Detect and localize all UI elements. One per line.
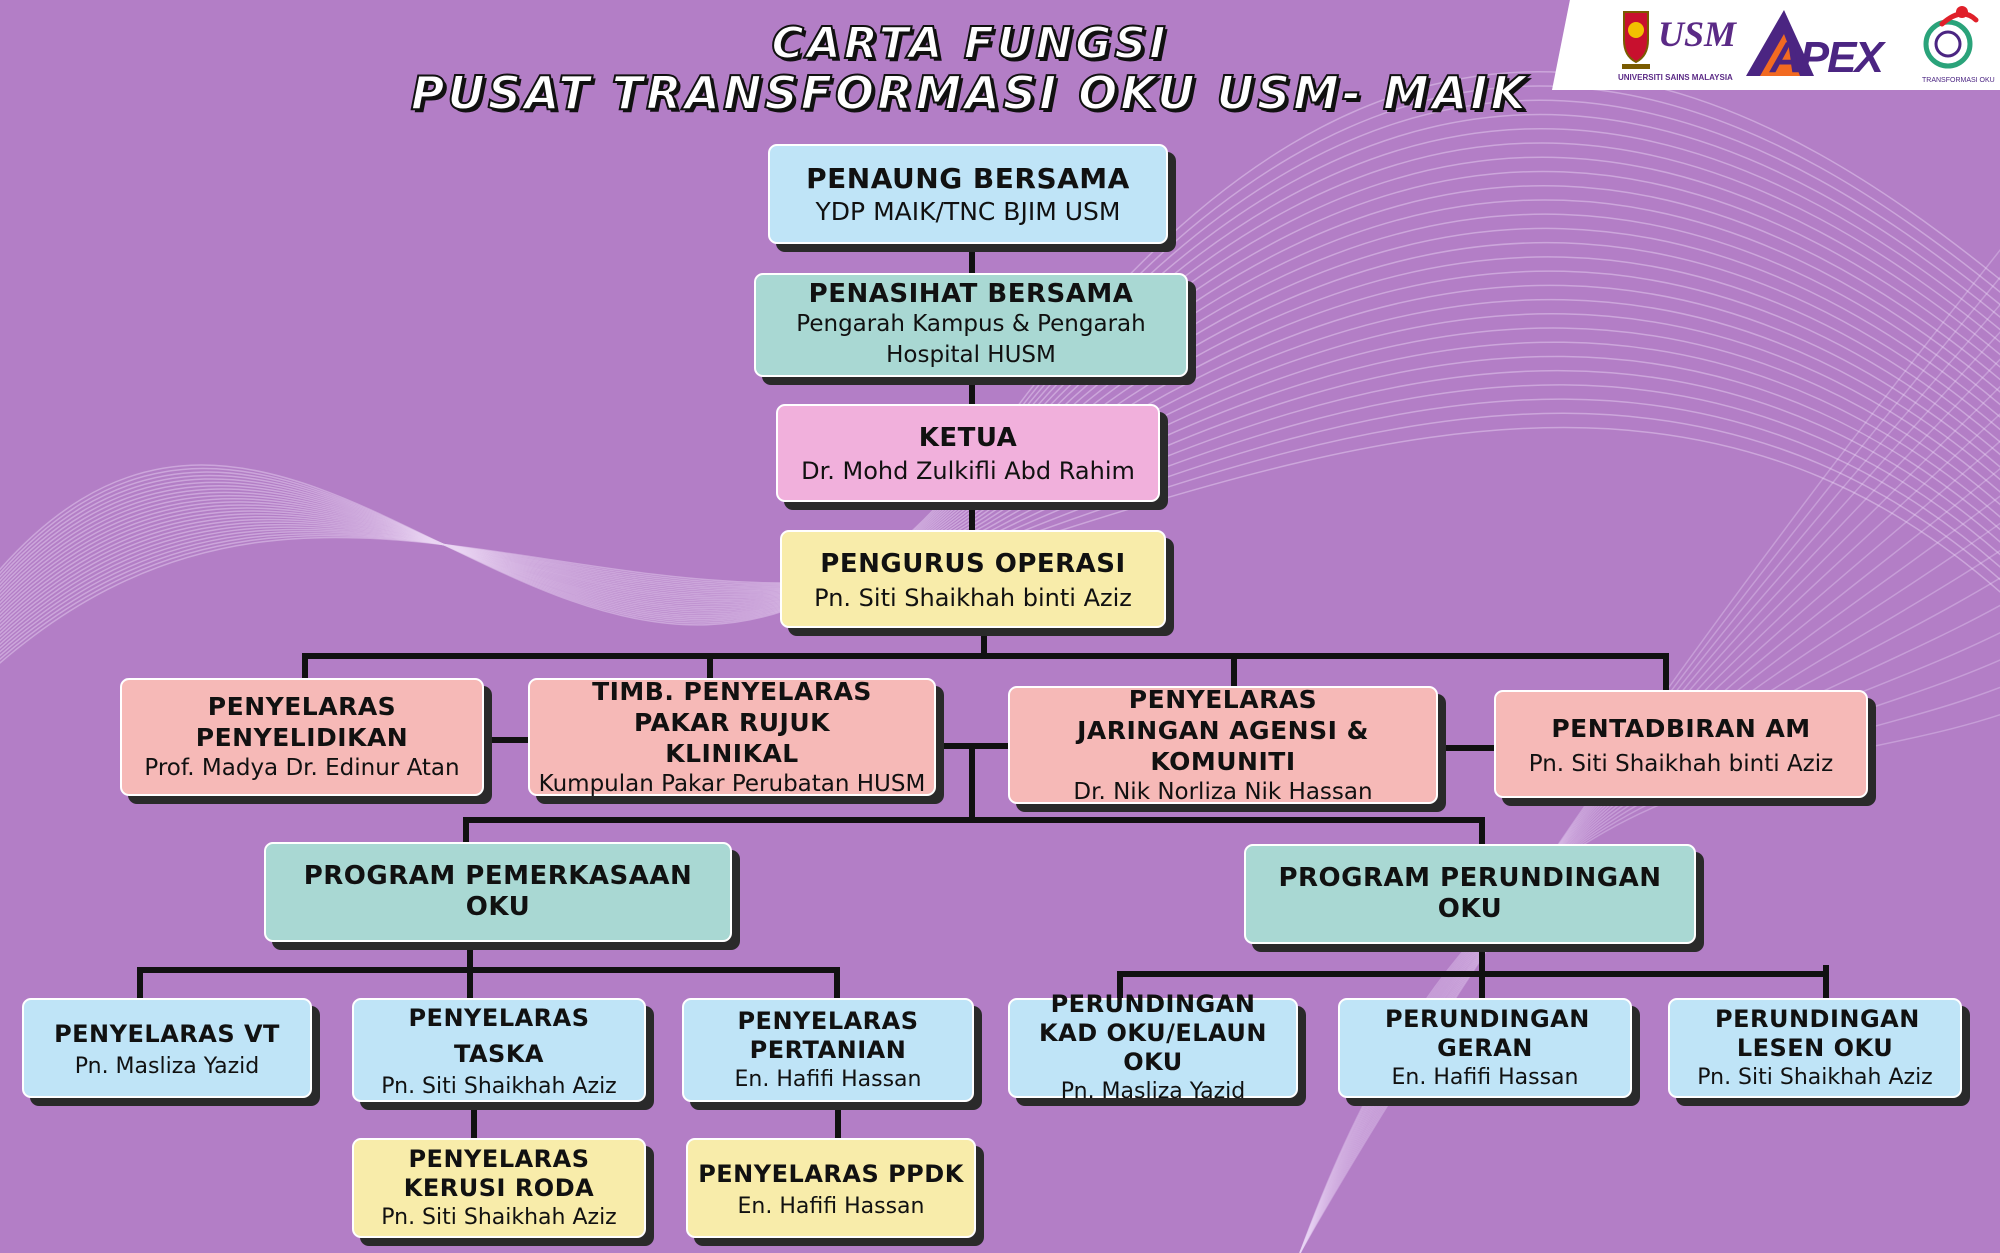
- transformasi-oku-emblem-icon: [1923, 6, 1979, 69]
- node-name: Dr. Mohd Zulkifli Abd Rahim: [801, 457, 1135, 485]
- node-name: Kumpulan Pakar Perubatan HUSM: [538, 770, 926, 797]
- node-role: PENTADBIRAN AM: [1551, 714, 1811, 743]
- chart-title: CARTA FUNGSI: [770, 17, 1169, 70]
- wave-line: [0, 256, 2000, 620]
- node-role: PENYELARAS PPDK: [698, 1159, 964, 1188]
- node-pentadbiran-am: PENTADBIRAN AM Pn. Siti Shaikhah binti A…: [1494, 690, 1868, 798]
- node-name: Dr. Nik Norliza Nik Hassan: [1073, 778, 1373, 805]
- node-role: PENASIHAT BERSAMA: [808, 279, 1134, 309]
- node-role: PENYELARAS VT: [54, 1019, 280, 1048]
- node-pengurus-operasi: PENGURUS OPERASI Pn. Siti Shaikhah binti…: [780, 530, 1166, 628]
- node-penyelaras-vt: PENYELARAS VT Pn. Masliza Yazid: [22, 998, 312, 1098]
- node-penyelaras-taska: PENYELARAS TASKA Pn. Siti Shaikhah Aziz: [352, 998, 646, 1102]
- node-name: Pn. Siti Shaikhah binti Aziz: [1528, 751, 1834, 777]
- apex-logo-text: APEX: [1769, 33, 1886, 82]
- node-role: PENAUNG BERSAMA: [806, 162, 1130, 195]
- wave-line: [0, 270, 2000, 624]
- wave-line: [0, 156, 2000, 615]
- node-role: PERUNDINGAN LESEN OKU: [1715, 1004, 1920, 1062]
- node-role: PENGURUS OPERASI: [820, 549, 1126, 579]
- usm-crest-icon: [1622, 11, 1650, 69]
- node-penyelaras-penyelidikan: PENYELARAS PENYELIDIKAN Prof. Madya Dr. …: [120, 678, 484, 796]
- node-penyelaras-pertanian: PENYELARAS PERTANIAN En. Hafifi Hassan: [682, 998, 974, 1102]
- wave-line: [0, 85, 2000, 624]
- wave-line: [0, 71, 2000, 626]
- node-role: PENYELARAS JARINGAN AGENSI & KOMUNITI: [1077, 684, 1369, 776]
- node-penyelaras-ppdk: PENYELARAS PPDK En. Hafifi Hassan: [686, 1138, 976, 1238]
- node-role: PROGRAM PERUNDINGAN OKU: [1278, 863, 1662, 924]
- node-role: PENYELARAS TASKA: [408, 1003, 590, 1068]
- node-role: PENYELARAS PERTANIAN: [737, 1006, 919, 1064]
- node-penyelaras-jaringan-agensi-komuniti: PENYELARAS JARINGAN AGENSI & KOMUNITI Dr…: [1008, 684, 1438, 805]
- node-name: Pn. Siti Shaikhah binti Aziz: [814, 584, 1132, 612]
- wave-line: [0, 99, 2000, 622]
- node-penyelaras-kerusi-roda: PENYELARAS KERUSI RODA Pn. Siti Shaikhah…: [352, 1138, 646, 1238]
- node-name: En. Hafifi Hassan: [737, 1193, 925, 1219]
- node-perundingan-kad-oku: PERUNDINGAN KAD OKU/ELAUN OKU Pn. Masliz…: [1008, 990, 1298, 1104]
- node-name: Prof. Madya Dr. Edinur Atan: [144, 755, 460, 781]
- usm-logo-text: USM: [1658, 14, 1738, 54]
- chart-subtitle: PUSAT TRANSFORMASI OKU USM- MAIK: [410, 65, 1530, 121]
- node-role: PERUNDINGAN GERAN: [1385, 1004, 1590, 1062]
- wave-line: [0, 184, 2000, 611]
- wave-line: [0, 128, 2000, 619]
- node-ketua: KETUA Dr. Mohd Zulkifli Abd Rahim: [776, 404, 1160, 502]
- node-name: Pn. Siti Shaikhah Aziz: [381, 1204, 617, 1230]
- wave-line: [0, 170, 2000, 613]
- node-name: Pn. Masliza Yazid: [1060, 1079, 1246, 1104]
- node-role: PERUNDINGAN KAD OKU/ELAUN OKU: [1039, 990, 1267, 1076]
- node-name: En. Hafifi Hassan: [734, 1066, 922, 1092]
- node-name: Pn. Siti Shaikhah Aziz: [1697, 1064, 1933, 1090]
- node-role: TIMB. PENYELARAS PAKAR RUJUK KLINIKAL: [592, 676, 872, 768]
- node-name: Pn. Siti Shaikhah Aziz: [381, 1073, 617, 1099]
- node-program-perundingan-oku: PROGRAM PERUNDINGAN OKU: [1244, 844, 1696, 944]
- wave-line: [0, 213, 2000, 609]
- transformasi-oku-label: TRANSFORMASI OKU: [1922, 77, 1995, 84]
- node-name: En. Hafifi Hassan: [1391, 1064, 1579, 1090]
- wave-line: [0, 241, 2000, 616]
- wave-line: [0, 227, 2000, 612]
- wave-line: [0, 113, 2000, 621]
- node-perundingan-lesen-oku: PERUNDINGAN LESEN OKU Pn. Siti Shaikhah …: [1668, 998, 1962, 1098]
- node-role: PENYELARAS PENYELIDIKAN: [195, 692, 409, 752]
- node-perundingan-geran: PERUNDINGAN GERAN En. Hafifi Hassan: [1338, 998, 1632, 1098]
- node-penasihat-bersama: PENASIHAT BERSAMA Pengarah Kampus & Peng…: [754, 273, 1188, 377]
- wave-line: [0, 142, 2000, 617]
- usm-logo-subtitle: UNIVERSITI SAINS MALAYSIA: [1618, 73, 1733, 82]
- node-name: Pn. Masliza Yazid: [74, 1053, 260, 1079]
- wave-line: [0, 199, 2000, 610]
- apex-triangle-icon: [1746, 10, 1814, 76]
- node-timb-penyelaras-pakar-rujuk-klinikal: TIMB. PENYELARAS PAKAR RUJUK KLINIKAL Ku…: [528, 676, 936, 797]
- node-name: Pengarah Kampus & Pengarah Hospital HUSM: [796, 311, 1146, 368]
- node-role: KETUA: [918, 423, 1018, 453]
- node-name: YDP MAIK/TNC BJIM USM: [815, 197, 1121, 226]
- logos: USM UNIVERSITI SAINS MALAYSIA APEX TRANS…: [1618, 6, 1995, 84]
- logo-panel: USM UNIVERSITI SAINS MALAYSIA APEX TRANS…: [1552, 0, 2000, 90]
- node-program-pemerkasaan-oku: PROGRAM PEMERKASAAN OKU: [264, 842, 732, 942]
- node-role: PENYELARAS KERUSI RODA: [403, 1144, 595, 1202]
- node-role: PROGRAM PEMERKASAAN OKU: [303, 861, 693, 922]
- wave-line: [0, 341, 2000, 642]
- node-penaung-bersama: PENAUNG BERSAMA YDP MAIK/TNC BJIM USM: [768, 144, 1168, 244]
